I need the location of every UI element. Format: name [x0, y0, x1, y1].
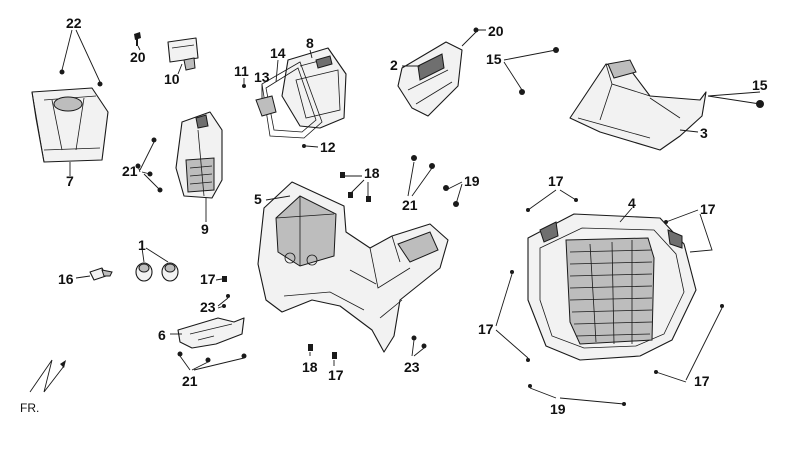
- callout-10: 10: [164, 71, 180, 87]
- callout-17-left: 17: [200, 271, 216, 287]
- callout-19-upper: 19: [464, 173, 480, 189]
- callout-20-right: 20: [488, 23, 504, 39]
- callout-23-right: 23: [404, 359, 420, 375]
- callout-17-top-left: 17: [548, 173, 564, 189]
- part-5-main-body-panel: [257, 181, 449, 353]
- callout-17-side-right: 17: [694, 373, 710, 389]
- part-7-front-cover: [31, 87, 109, 163]
- part-16-bulb-socket: [89, 267, 113, 281]
- part-14-bezel-frame: [261, 61, 323, 139]
- callout-17-lower: 17: [328, 367, 344, 383]
- callout-5: 5: [254, 191, 262, 207]
- callout-12: 12: [320, 139, 336, 155]
- part-1-grommets: [135, 262, 179, 282]
- callout-20-left: 20: [130, 49, 146, 65]
- part-4-large-cover: [527, 213, 697, 361]
- part-13-clip: [255, 95, 277, 117]
- callout-4: 4: [628, 195, 636, 211]
- callout-19-lower: 19: [550, 401, 566, 417]
- part-6-lower-bracket: [177, 317, 245, 349]
- callout-15-right: 15: [752, 77, 768, 93]
- callout-18-lower: 18: [302, 359, 318, 375]
- callout-21-lower: 21: [182, 373, 198, 389]
- callout-9: 9: [201, 221, 209, 237]
- part-9-bracket-panel: [175, 111, 223, 199]
- callout-23-left: 23: [200, 299, 216, 315]
- callout-11: 11: [234, 63, 249, 79]
- callout-15-left: 15: [486, 51, 502, 67]
- leader-lines: [61, 29, 761, 405]
- callout-16: 16: [58, 271, 74, 287]
- part-3-lower-panel: [569, 59, 707, 151]
- callout-22: 22: [66, 15, 82, 31]
- callout-17-side-left: 17: [478, 321, 494, 337]
- part-2-small-cover: [397, 41, 463, 117]
- callout-8: 8: [306, 35, 314, 51]
- callout-18-upper: 18: [364, 165, 380, 181]
- part-10-bracket: [167, 37, 199, 71]
- front-marker-label: FR.: [20, 401, 39, 415]
- callout-3: 3: [700, 125, 708, 141]
- callout-13: 13: [254, 69, 270, 85]
- callout-6: 6: [158, 327, 166, 343]
- callout-2: 2: [390, 57, 398, 73]
- part-8-inner-panel: [281, 47, 347, 129]
- front-direction-marker: FR.: [20, 359, 66, 415]
- callout-21-upper: 21: [122, 163, 138, 179]
- callout-labels: 22 7 20 10 11 13 14 8 12 2 20 15 15 3 21…: [58, 15, 768, 417]
- callout-14: 14: [270, 45, 286, 61]
- callout-7: 7: [66, 173, 74, 189]
- callout-21-mid: 21: [402, 197, 418, 213]
- callout-17-top-right: 17: [700, 201, 716, 217]
- callout-1: 1: [138, 237, 146, 253]
